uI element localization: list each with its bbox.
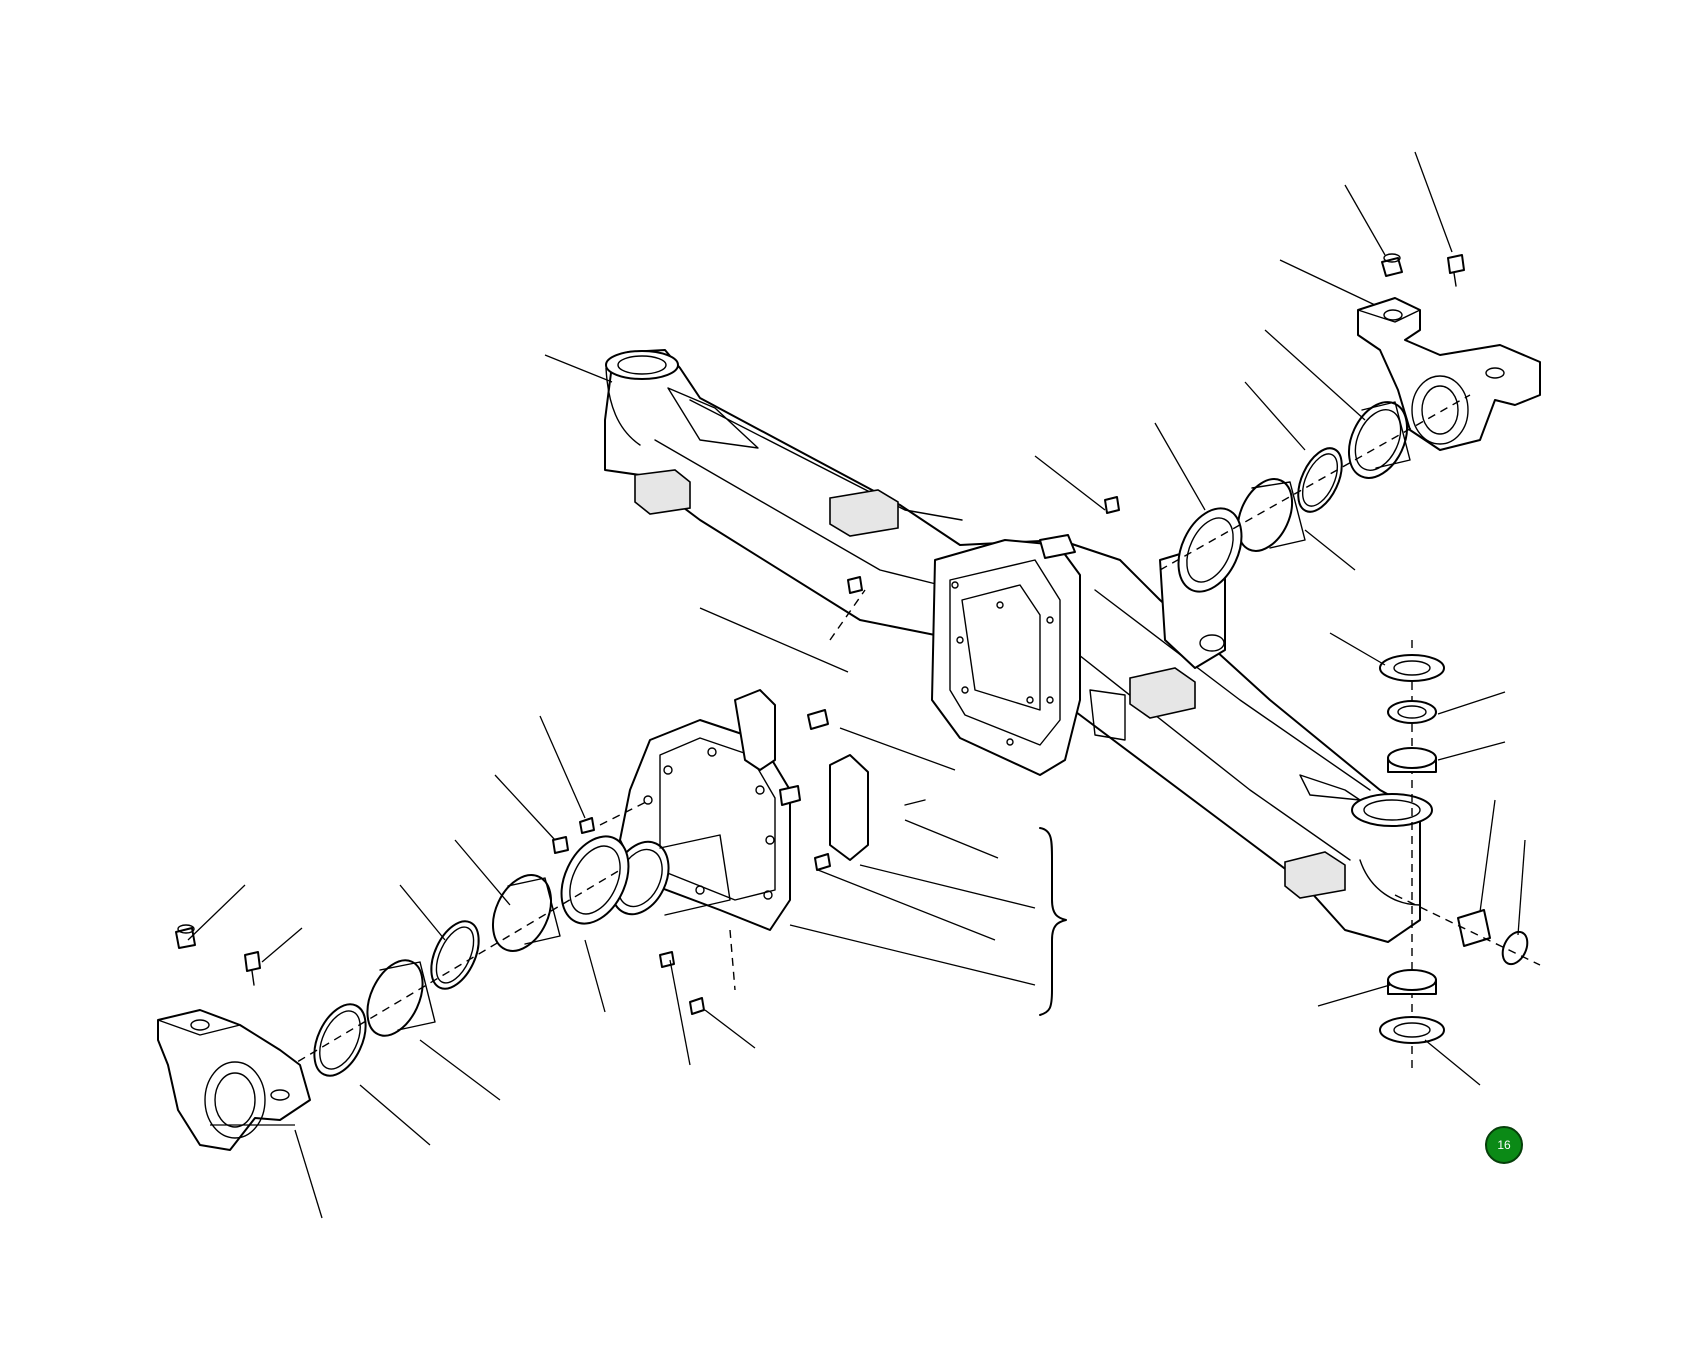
pivot-pin-bearings bbox=[1379, 640, 1541, 1070]
axle-housing bbox=[604, 349, 1433, 943]
leader-lines bbox=[187, 151, 1526, 1219]
left-trunnion-bracket bbox=[157, 924, 311, 1151]
right-trunnion-bracket bbox=[1357, 253, 1541, 451]
page-number-badge[interactable]: 16 bbox=[1485, 1126, 1523, 1164]
center-carrier-housing bbox=[552, 496, 1120, 1015]
group-brace bbox=[1039, 827, 1067, 1016]
right-bearing-stack bbox=[1159, 394, 1471, 593]
left-bearing-stack bbox=[249, 835, 630, 1091]
